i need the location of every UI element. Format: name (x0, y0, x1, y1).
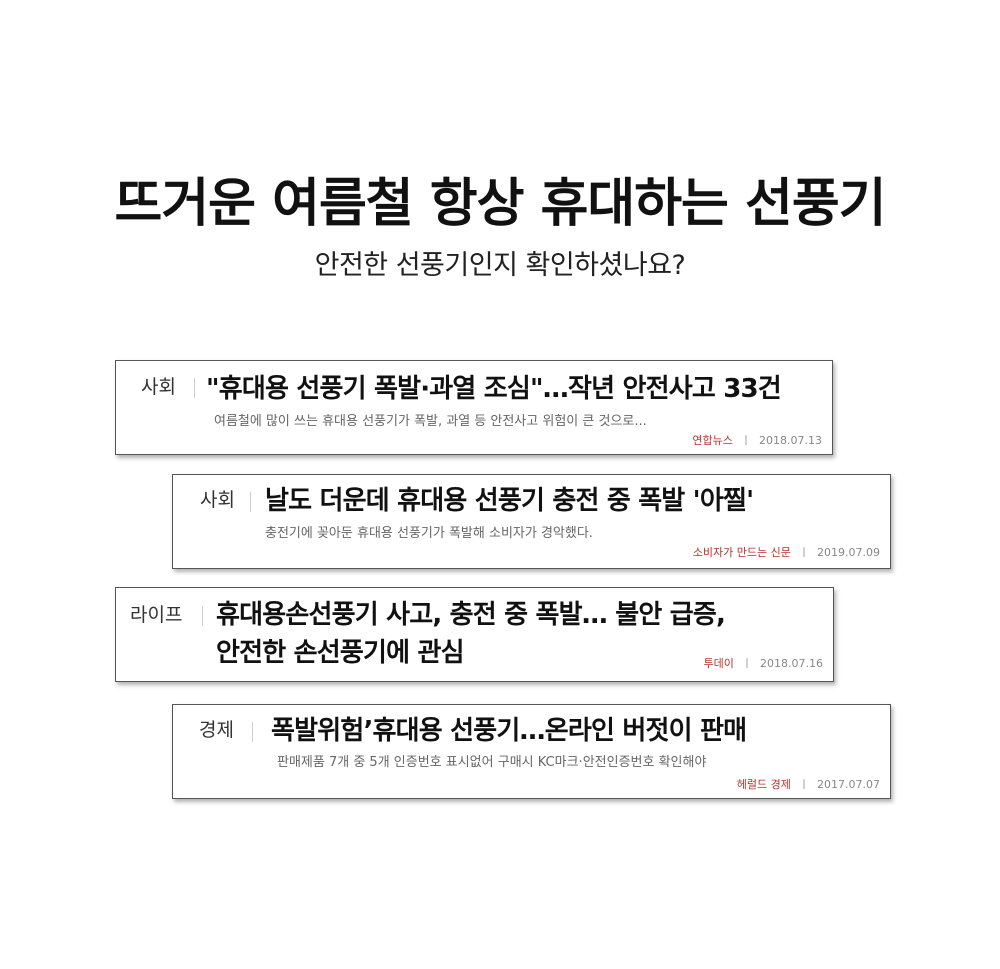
page-subtitle: 안전한 선풍기인지 확인하셨나요? (314, 250, 686, 281)
news-card-4[interactable]: 경제 폭발위험’휴대용 선풍기…온라인 버젓이 판매 판매제품 7개 중 5개 … (172, 704, 891, 799)
news-source: 헤럴드 경제 (736, 778, 791, 791)
news-date: 2018.07.13 (759, 434, 822, 447)
news-snippet: 여름철에 많이 쓰는 휴대용 선풍기가 폭발, 과열 등 안전사고 위험이 큰 … (214, 414, 647, 429)
news-headline[interactable]: 휴대용손선풍기 사고, 충전 중 폭발… 불안 급증, 안전한 손선풍기에 관심 (216, 600, 726, 668)
category-divider (202, 606, 203, 626)
news-meta: 투데이 ㅣ 2018.07.16 (704, 656, 823, 672)
meta-separator: ㅣ (741, 657, 753, 670)
news-headline[interactable]: 폭발위험’휴대용 선풍기…온라인 버젓이 판매 (271, 716, 747, 746)
news-snippet: 충전기에 꽂아둔 휴대용 선풍기가 폭발해 소비자가 경악했다. (265, 526, 593, 541)
category-divider (252, 722, 253, 742)
news-meta: 연합뉴스 ㅣ 2018.07.13 (692, 433, 822, 449)
news-date: 2018.07.16 (760, 657, 823, 670)
news-source: 연합뉴스 (692, 434, 733, 447)
news-category: 경제 (199, 719, 234, 741)
news-headline[interactable]: "휴대용 선풍기 폭발·과열 조심"…작년 안전사고 33건 (206, 374, 782, 404)
category-divider (194, 378, 195, 398)
news-card-2[interactable]: 사회 날도 더운데 휴대용 선풍기 충전 중 폭발 '아찔' 충전기에 꽂아둔 … (172, 474, 891, 569)
news-card-3[interactable]: 라이프 휴대용손선풍기 사고, 충전 중 폭발… 불안 급증, 안전한 손선풍기… (115, 587, 834, 682)
news-date: 2017.07.07 (817, 778, 880, 791)
news-snippet: 판매제품 7개 중 5개 인증번호 표시없어 구매시 KC마크·안전인증번호 확… (277, 755, 707, 770)
news-source: 투데이 (703, 657, 734, 670)
news-category: 라이프 (130, 604, 183, 626)
news-meta: 소비자가 만드는 신문 ㅣ 2019.07.09 (693, 545, 880, 561)
meta-separator: ㅣ (740, 434, 752, 447)
news-meta: 헤럴드 경제 ㅣ 2017.07.07 (737, 777, 880, 793)
category-divider (250, 492, 251, 512)
news-headline[interactable]: 날도 더운데 휴대용 선풍기 충전 중 폭발 '아찔' (265, 486, 754, 516)
news-date: 2019.07.09 (817, 546, 880, 559)
page-title: 뜨거운 여름철 항상 휴대하는 선풍기 (114, 174, 886, 234)
meta-separator: ㅣ (798, 546, 810, 559)
meta-separator: ㅣ (798, 778, 810, 791)
news-category: 사회 (200, 489, 235, 511)
news-card-1[interactable]: 사회 "휴대용 선풍기 폭발·과열 조심"…작년 안전사고 33건 여름철에 많… (115, 360, 833, 455)
news-category: 사회 (141, 376, 176, 398)
news-source: 소비자가 만드는 신문 (692, 546, 791, 559)
